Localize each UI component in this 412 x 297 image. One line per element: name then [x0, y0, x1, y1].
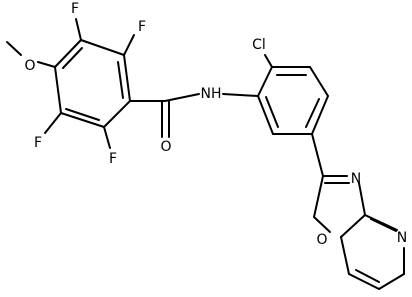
atom-label-fluorine-1: F	[71, 1, 79, 17]
bond-c-f4	[103, 126, 111, 149]
atom-label-carbonyl-oxygen: O	[160, 139, 171, 155]
tetrafluorophenyl-ring	[54, 39, 131, 128]
atom-label-methoxy-oxygen: O	[24, 58, 35, 74]
atom-label-fluorine-3: F	[34, 135, 42, 151]
bond-carbonyl-nh	[164, 93, 200, 102]
bond-c-o-methoxy	[37, 61, 56, 68]
atom-label-chlorine: Cl	[252, 37, 266, 53]
atom-label-pyridine-nitrogen: N	[397, 230, 407, 246]
bond-c-f1	[75, 18, 82, 41]
bond-ring-oxazole	[311, 133, 324, 177]
atom-label-oxazole-oxygen: O	[316, 232, 327, 248]
bond-nh-ring	[222, 93, 259, 97]
atom-label-fluorine-2: F	[138, 19, 146, 35]
atom-label-fluorine-4: F	[109, 151, 117, 167]
pyridine-ring	[340, 214, 405, 290]
chlorophenyl-ring	[257, 66, 329, 135]
bond-c-f2	[123, 34, 135, 56]
bond-c-f3	[44, 112, 62, 134]
carbonyl-double-bond	[161, 100, 170, 138]
oxazole-ring	[313, 175, 366, 238]
bond-c-cl	[264, 54, 273, 68]
atom-label-amide-nh: NH	[201, 86, 222, 102]
atom-label-oxazole-nitrogen: N	[351, 171, 361, 187]
bond-o-methyl	[6, 41, 22, 56]
